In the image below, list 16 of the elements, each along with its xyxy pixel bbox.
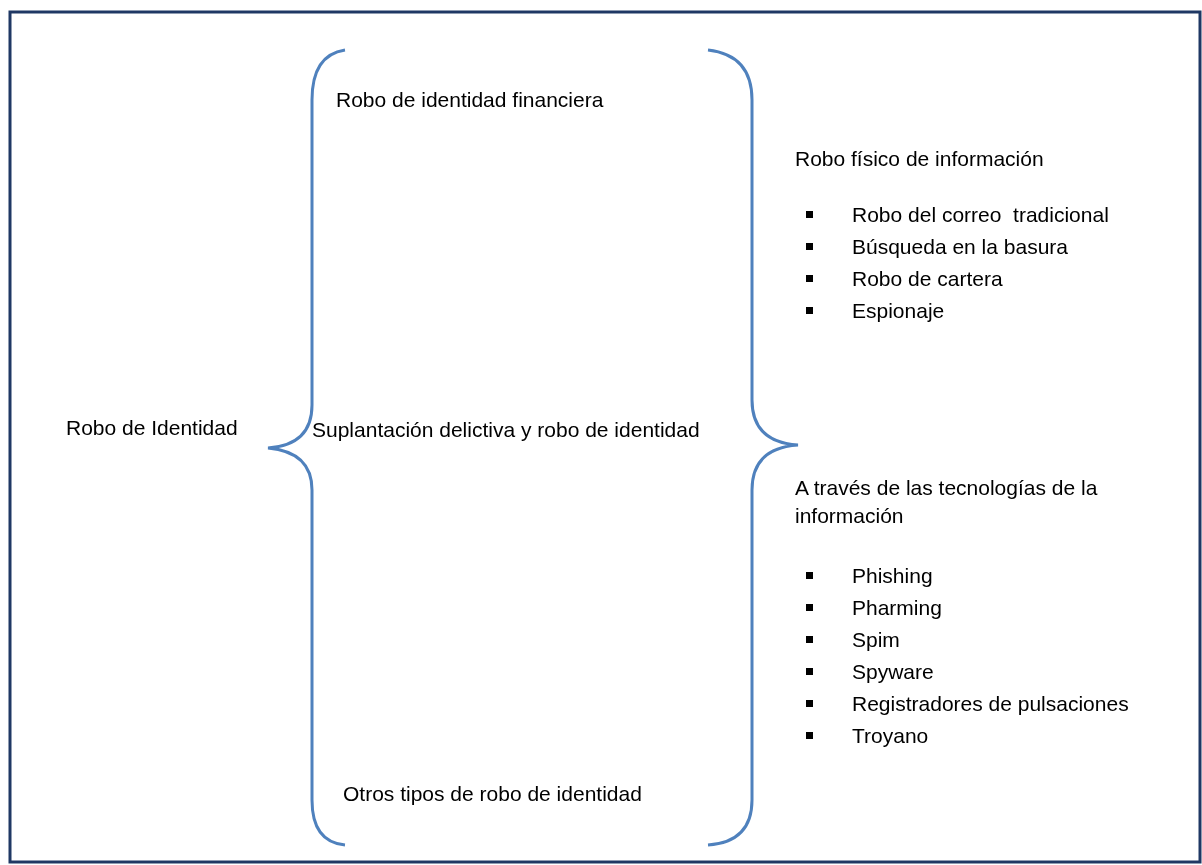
list-item: Spim (852, 627, 900, 653)
heading-text: Robo físico de información (795, 146, 1044, 172)
list-item: Phishing (852, 563, 933, 589)
list-item: Búsqueda en la basura (852, 234, 1068, 260)
category-text: Otros tipos de robo de identidad (343, 781, 642, 807)
list-item: Espionaje (852, 298, 945, 324)
list-item: Robo de cartera (852, 266, 1003, 292)
list-item: Troyano (852, 723, 929, 749)
heading-text: A través de las tecnologías de la información (795, 475, 1099, 529)
list-item: Spyware (852, 659, 934, 685)
category-text: Robo de identidad financiera (336, 87, 604, 113)
root-text: Robo de Identidad (66, 415, 238, 441)
list-item: Registradores de pulsaciones (852, 691, 1129, 717)
category-text: Suplantación delictiva y robo de identidad (312, 417, 700, 443)
list-item: Pharming (852, 595, 942, 621)
list-item: Robo del correo tradicional (852, 202, 1109, 228)
